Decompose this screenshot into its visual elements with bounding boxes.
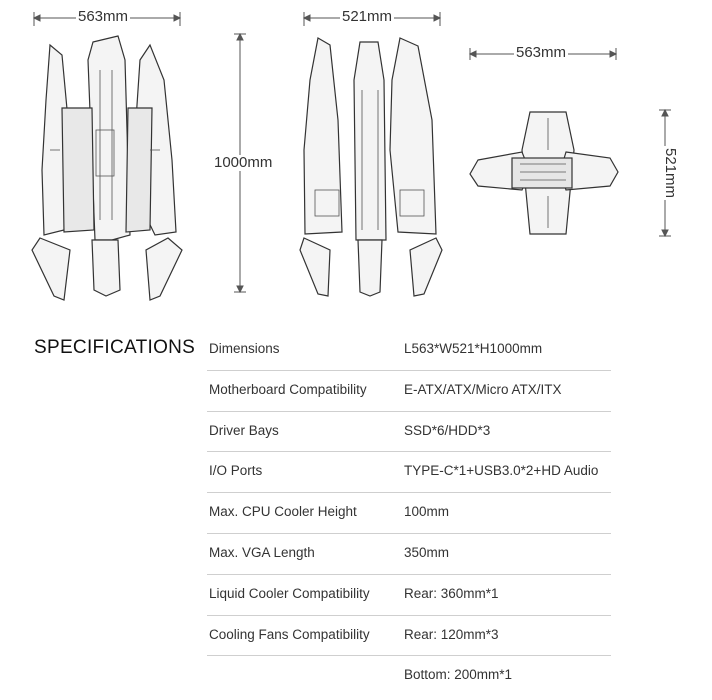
spec-row: Dimensions L563*W521*H1000mm <box>207 330 611 371</box>
case-drawings <box>31 12 671 301</box>
spec-row: Bottom: 200mm*1 <box>207 656 611 697</box>
spec-label: I/O Ports <box>209 463 263 479</box>
specifications-table: Dimensions L563*W521*H1000mm Motherboard… <box>207 330 611 697</box>
spec-label: Motherboard Compatibility <box>209 381 367 397</box>
spec-value: TYPE-C*1+USB3.0*2+HD Audio <box>404 463 599 479</box>
spec-label: Dimensions <box>209 341 280 356</box>
spec-label: Max. CPU Cooler Height <box>209 504 357 520</box>
front-view-drawing <box>31 35 183 301</box>
spec-row: Max. CPU Cooler Height 100mm <box>207 493 611 534</box>
spec-value: Rear: 120mm*3 <box>404 626 499 642</box>
spec-row: Liquid Cooler Compatibility Rear: 360mm*… <box>207 575 611 616</box>
spec-label: Cooling Fans Compatibility <box>209 626 370 642</box>
top-width-label: 521mm <box>662 145 680 201</box>
specifications-title: SPECIFICATIONS <box>34 337 196 358</box>
spec-label: Driver Bays <box>209 422 279 438</box>
spec-row: Motherboard Compatibility E-ATX/ATX/Micr… <box>207 371 611 412</box>
spec-row: Cooling Fans Compatibility Rear: 120mm*3 <box>207 616 611 657</box>
spec-value: 350mm <box>404 544 450 560</box>
height-dimension-line <box>234 32 246 294</box>
spec-label: Liquid Cooler Compatibility <box>209 585 370 601</box>
spec-value: L563*W521*H1000mm <box>404 341 543 356</box>
side-view-drawing <box>299 37 443 297</box>
spec-label: Max. VGA Length <box>209 544 315 560</box>
spec-value: E-ATX/ATX/Micro ATX/ITX <box>404 381 562 397</box>
side-width-label: 521mm <box>340 8 395 25</box>
spec-value: Bottom: 200mm*1 <box>404 667 513 683</box>
front-width-label: 563mm <box>76 8 131 25</box>
top-view-drawing <box>469 111 619 235</box>
spec-value: 100mm <box>404 504 450 520</box>
spec-value: SSD*6/HDD*3 <box>404 422 491 438</box>
height-label: 1000mm <box>212 154 275 171</box>
spec-row: Max. VGA Length 350mm <box>207 534 611 575</box>
spec-row: I/O Ports TYPE-C*1+USB3.0*2+HD Audio <box>207 452 611 494</box>
top-length-label: 563mm <box>514 44 569 61</box>
spec-value: Rear: 360mm*1 <box>404 585 499 601</box>
spec-row: Driver Bays SSD*6/HDD*3 <box>207 412 611 453</box>
